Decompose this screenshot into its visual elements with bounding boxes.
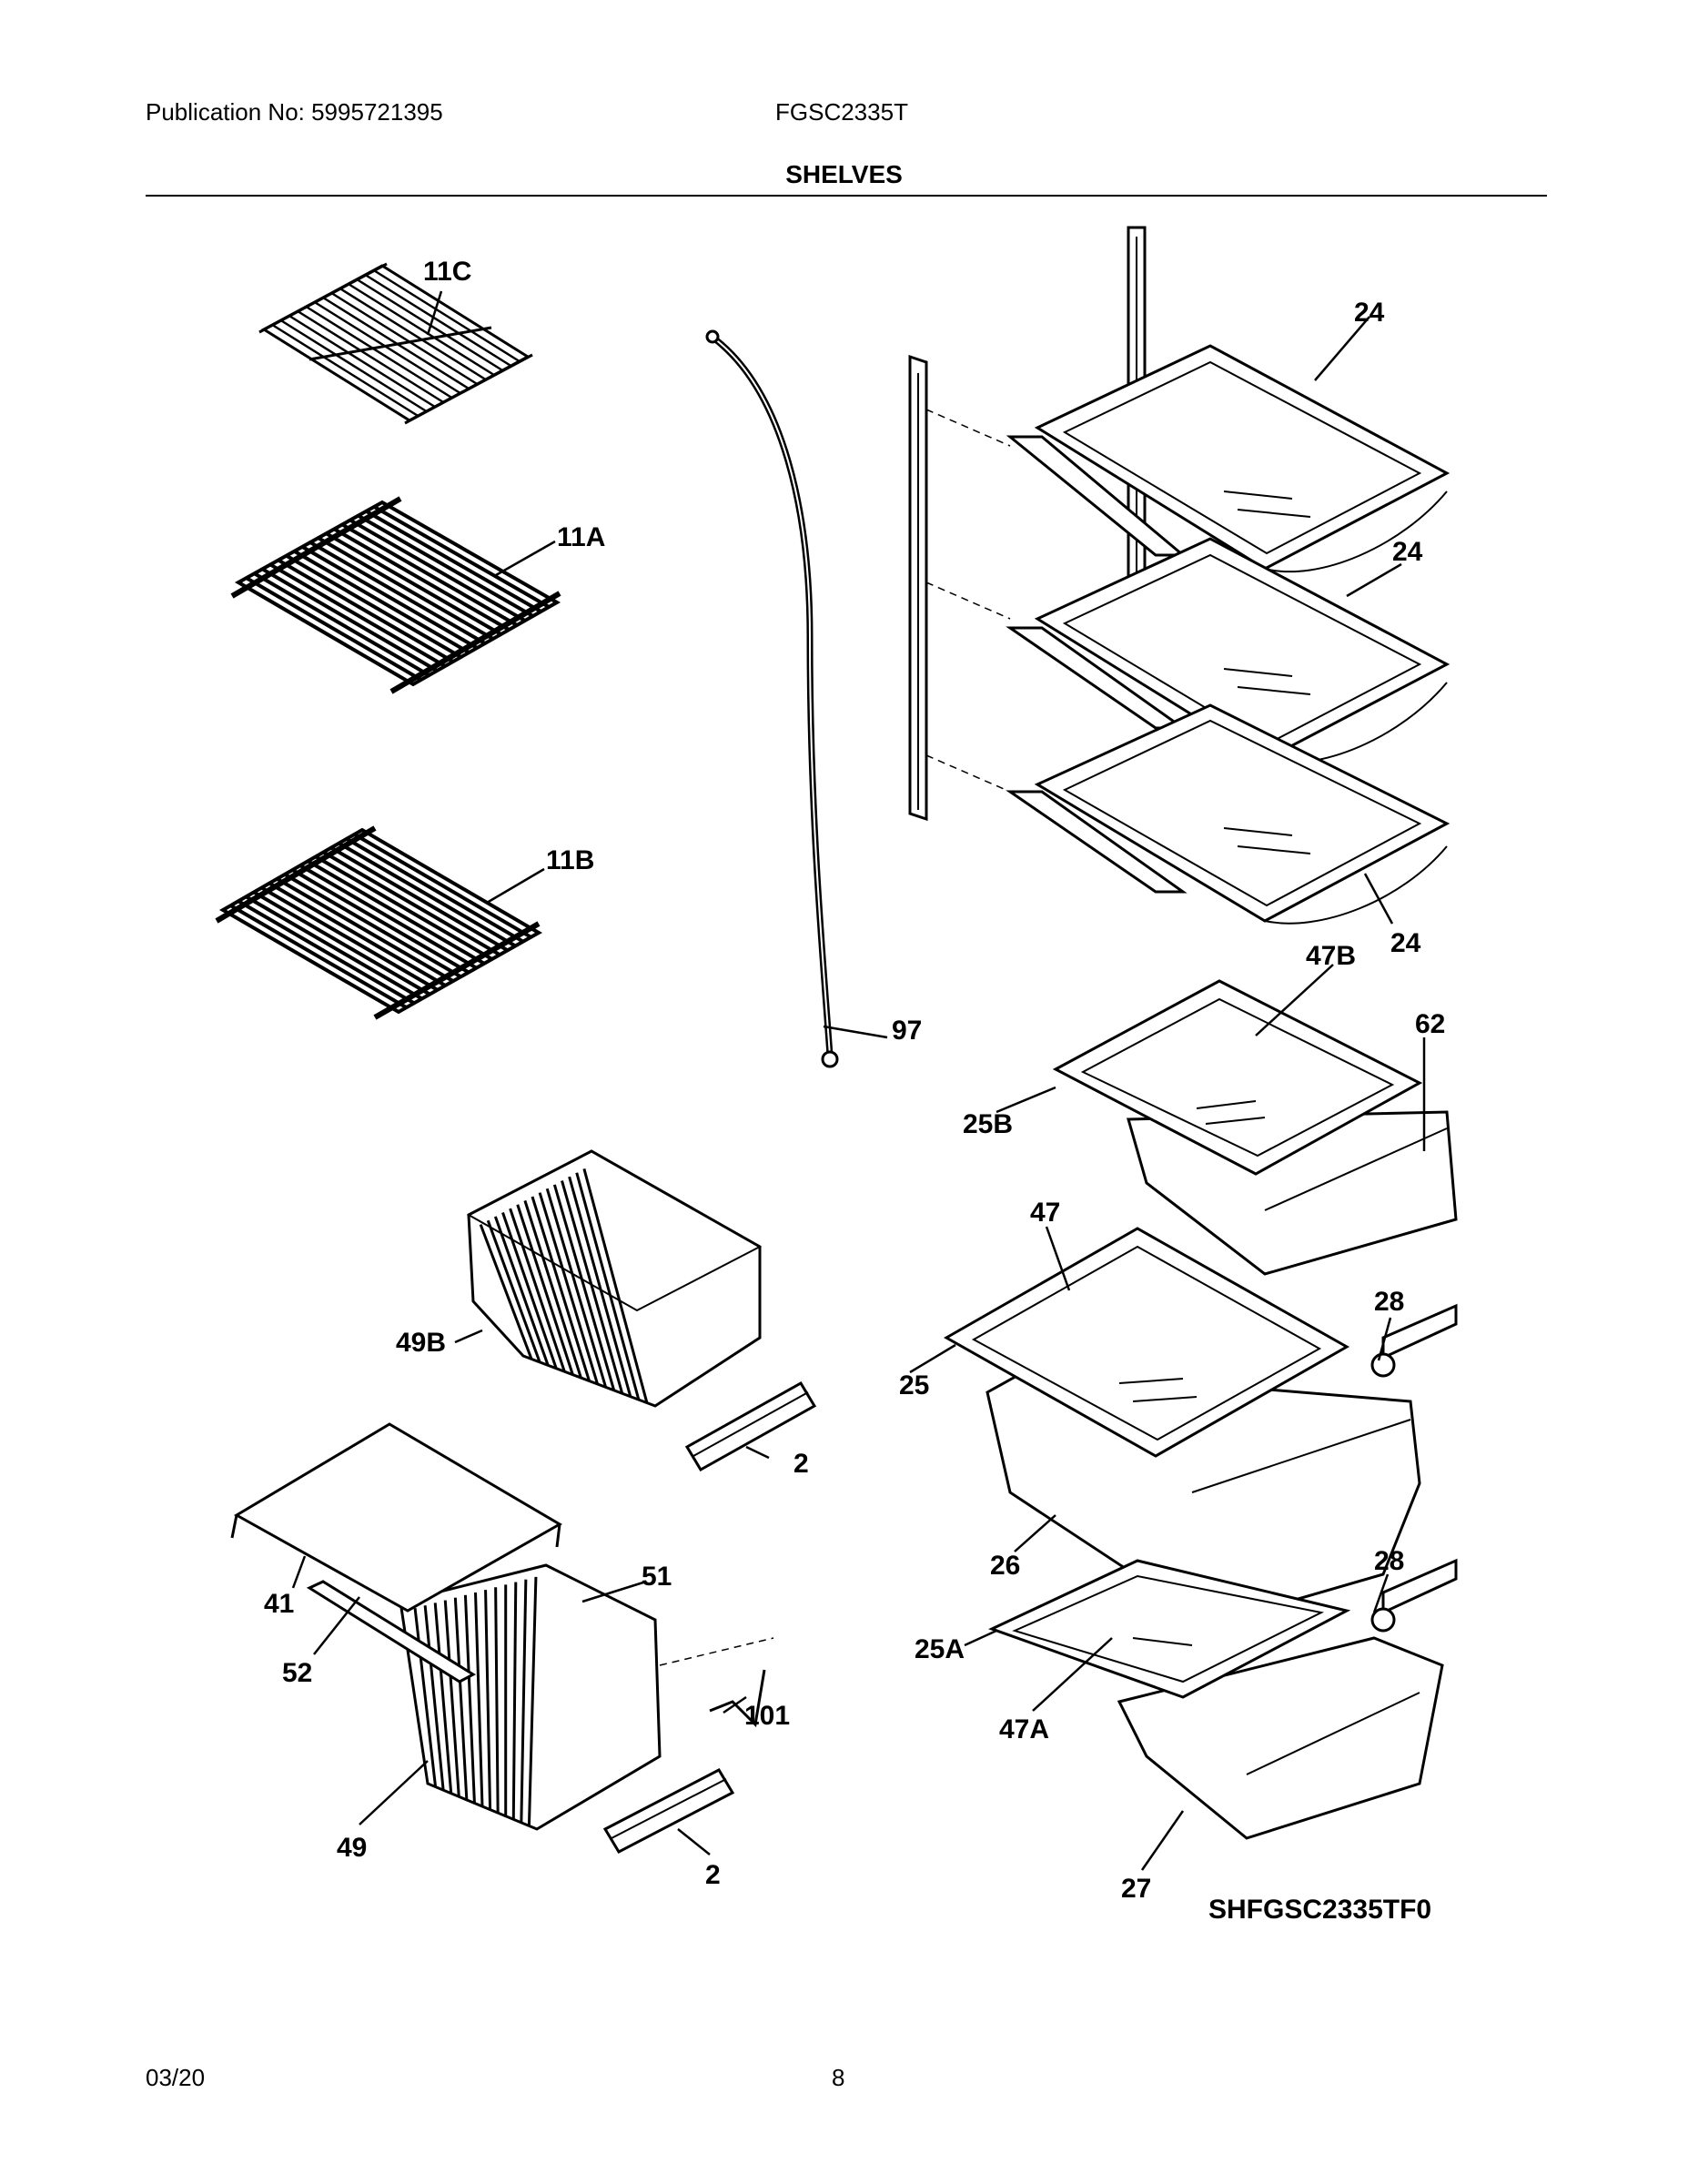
footer-date: 03/20 xyxy=(146,2064,206,2091)
wire-basket-49 xyxy=(399,1563,662,1831)
shelf-support-rails xyxy=(908,226,1147,822)
drawing-id: SHFGSC2335TF0 xyxy=(1208,1895,1431,1925)
label-41: 41 xyxy=(264,1589,294,1619)
label-101: 101 xyxy=(744,1701,790,1731)
label-47: 47 xyxy=(1030,1198,1060,1228)
label-25b: 25B xyxy=(963,1109,1013,1139)
drawer-bracket-28-lower xyxy=(1370,1558,1458,1633)
glass-shelf-24-middle xyxy=(1006,537,1450,764)
model-number: FGSC2335T xyxy=(775,98,908,126)
crisper-cover-25b xyxy=(1052,979,1423,1176)
label-24-bottom: 24 xyxy=(1390,928,1421,958)
crisper-drawer-62 xyxy=(1127,1110,1458,1276)
publication-number: Publication No: 5995721395 xyxy=(146,98,443,126)
label-11b: 11B xyxy=(546,845,594,875)
basket-cover-41 xyxy=(230,1422,562,1613)
label-62: 62 xyxy=(1415,1009,1445,1039)
wire-shelf-11b xyxy=(215,825,543,1020)
crisper-cover-25a xyxy=(988,1559,1351,1699)
label-24-middle: 24 xyxy=(1392,537,1423,567)
glass-shelf-24-bottom xyxy=(1006,703,1450,925)
label-49: 49 xyxy=(337,1833,367,1863)
label-11c: 11C xyxy=(423,257,471,287)
label-97: 97 xyxy=(892,1016,922,1046)
slide-rail-52 xyxy=(306,1580,477,1684)
label-52: 52 xyxy=(282,1658,312,1688)
label-47b: 47B xyxy=(1306,941,1356,971)
label-24-top: 24 xyxy=(1354,298,1385,328)
label-2-upper: 2 xyxy=(793,1449,809,1479)
label-49b: 49B xyxy=(396,1328,446,1358)
label-2-lower: 2 xyxy=(705,1860,721,1890)
label-25a: 25A xyxy=(915,1634,965,1664)
basket-trim-2-lower xyxy=(602,1768,735,1854)
tube-97 xyxy=(705,329,839,1068)
wire-clip-101 xyxy=(659,1637,774,1728)
section-title: SHELVES xyxy=(785,160,903,188)
label-27: 27 xyxy=(1121,1874,1151,1904)
basket-trim-2-upper xyxy=(684,1380,817,1472)
glass-shelf-24-top xyxy=(1006,344,1450,573)
label-26: 26 xyxy=(990,1551,1020,1581)
wire-shelf-11c xyxy=(258,262,533,425)
wire-basket-49b xyxy=(466,1149,763,1408)
wire-shelf-11a xyxy=(230,496,561,694)
label-51: 51 xyxy=(642,1562,672,1592)
leader-lines xyxy=(291,290,1426,1871)
label-28-upper: 28 xyxy=(1374,1287,1404,1317)
label-28-lower: 28 xyxy=(1374,1546,1404,1576)
page-number: 8 xyxy=(832,2064,845,2091)
header-rule xyxy=(146,195,1547,197)
label-25: 25 xyxy=(899,1370,929,1400)
label-11a: 11A xyxy=(557,522,605,552)
crisper-cover-25 xyxy=(943,1227,1350,1458)
label-47a: 47A xyxy=(999,1714,1049,1744)
